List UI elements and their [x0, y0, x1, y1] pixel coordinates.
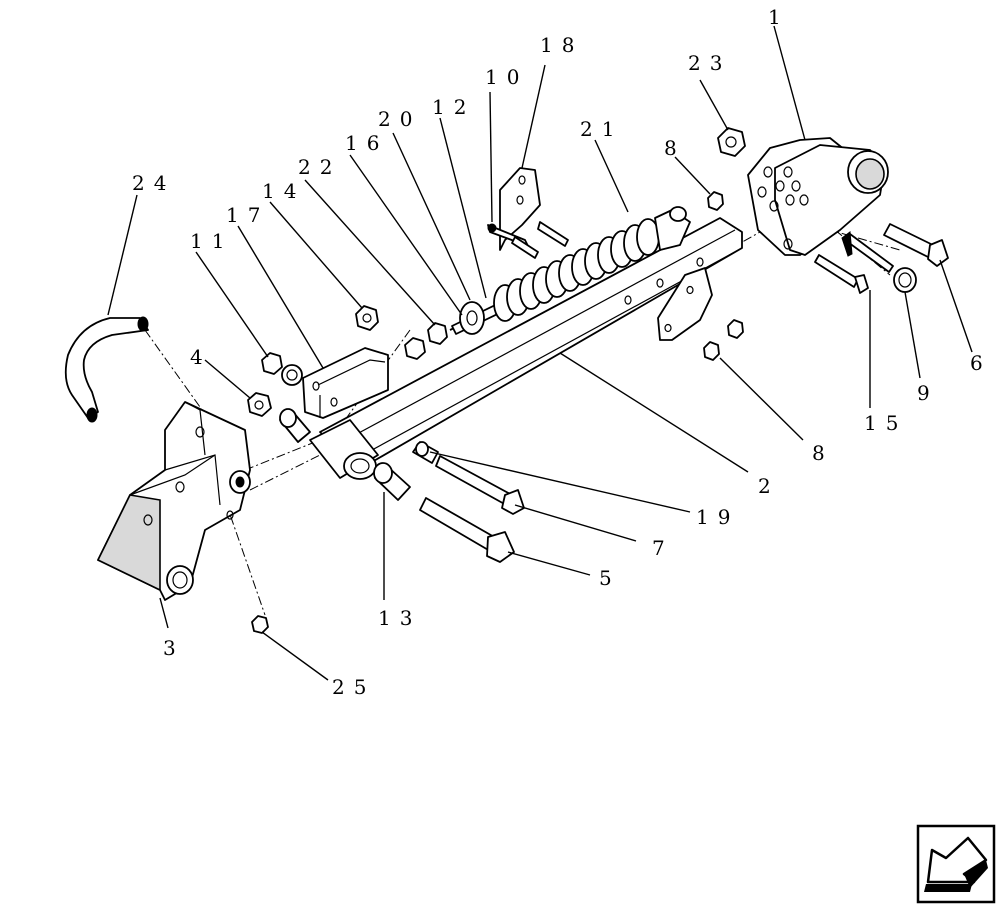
- part-22-nut: [427, 322, 448, 345]
- callout-6: 6: [970, 351, 992, 375]
- callout-9: 9: [917, 381, 939, 405]
- part-7-bolt: [435, 455, 525, 515]
- callout-8-top: 8: [664, 136, 686, 160]
- callout-2: 2: [758, 474, 780, 498]
- callout-10: 10: [485, 65, 528, 89]
- part-25-nut: [251, 615, 269, 634]
- nuts: [247, 127, 746, 634]
- part-6-bolt: [883, 223, 949, 267]
- part-17-u-bracket: [302, 347, 389, 419]
- callout-14: 14: [262, 179, 305, 203]
- nut-mid: [404, 337, 426, 360]
- part-21-plate: [657, 267, 713, 341]
- callout-4: 4: [190, 345, 212, 369]
- part-13-bushing: [373, 462, 411, 501]
- back-arrow-icon: [924, 836, 988, 892]
- callout-labels: 1 2 3 4 5 6 7 8 8 9 10 11 12 13 14 15 16…: [132, 5, 992, 699]
- callout-3: 3: [163, 636, 185, 660]
- part-2-arm: [309, 217, 743, 480]
- part-4-nut: [247, 392, 272, 417]
- callout-8-bottom: 8: [812, 441, 834, 465]
- part-8-nut-top: [707, 191, 724, 211]
- callout-23: 23: [688, 51, 731, 75]
- part-24-handle: [64, 316, 149, 423]
- leader-lines: [107, 25, 973, 681]
- bushing-small: [279, 408, 311, 443]
- nut-11: [261, 352, 283, 375]
- callout-7: 7: [652, 536, 674, 560]
- callout-17: 17: [226, 203, 269, 227]
- part-5-bolt: [419, 497, 515, 563]
- part-23-nut: [717, 127, 746, 157]
- callout-24: 24: [132, 171, 175, 195]
- callout-5: 5: [599, 566, 621, 590]
- part-3-bracket: [96, 401, 251, 601]
- callout-16: 16: [345, 131, 388, 155]
- part-14-nut: [355, 305, 379, 331]
- part-19-bushing: [412, 441, 439, 464]
- callout-21: 21: [580, 117, 623, 141]
- callout-13: 13: [378, 606, 421, 630]
- callout-11: 11: [190, 229, 233, 253]
- callout-15: 15: [864, 411, 907, 435]
- part-9-pin: [841, 231, 917, 293]
- nut-extra: [727, 319, 744, 339]
- part-1-pivot-plate: [747, 137, 889, 256]
- part-8-nut: [703, 341, 720, 361]
- spring-coils: [493, 218, 660, 322]
- spring-assembly: [449, 206, 691, 335]
- callout-12: 12: [432, 95, 475, 119]
- callout-25: 25: [332, 675, 375, 699]
- callout-1: 1: [768, 5, 790, 29]
- callout-22: 22: [298, 155, 341, 179]
- callout-20: 20: [378, 107, 421, 131]
- callout-19: 19: [696, 505, 739, 529]
- callout-18: 18: [540, 33, 583, 57]
- back-arrow-button[interactable]: [916, 824, 996, 904]
- part-18-plate: [487, 167, 569, 259]
- part-15-bolt: [814, 254, 869, 294]
- part-11-spacer: [281, 364, 303, 386]
